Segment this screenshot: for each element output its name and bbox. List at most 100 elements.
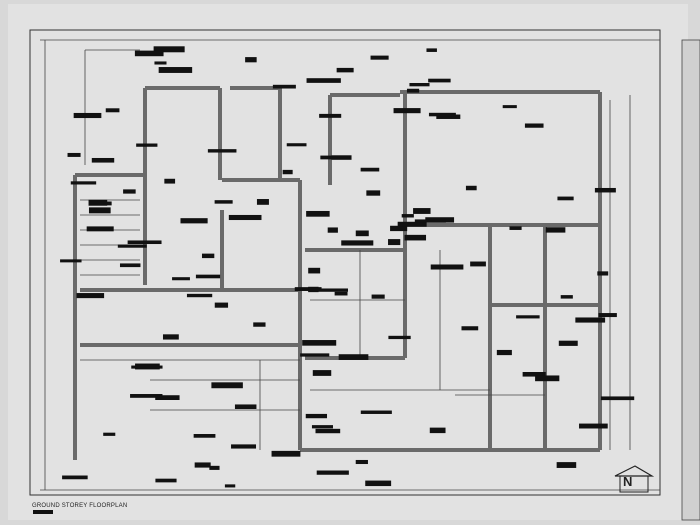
redaction-bar [305, 413, 328, 419]
redaction-bar [214, 200, 233, 204]
redaction-bar [135, 363, 160, 370]
redaction-bar [370, 55, 389, 60]
redaction-bar [355, 459, 368, 465]
redaction-bar [371, 294, 385, 299]
redaction-bar [134, 50, 164, 57]
title-block [681, 39, 700, 521]
redaction-bar [315, 288, 348, 292]
redaction-bar [360, 410, 392, 414]
drawing-title: GROUND STOREY FLOORPLAN [32, 503, 128, 509]
redaction-bar [105, 108, 120, 113]
redaction-bar [207, 149, 237, 153]
redaction-bar [409, 82, 430, 87]
redaction-bar [88, 207, 111, 214]
redaction-bar [465, 185, 477, 191]
redaction-bar [228, 214, 262, 221]
redaction-bar [172, 277, 190, 281]
redaction-bar [214, 302, 229, 308]
redaction-bar [360, 167, 380, 172]
redaction-bar [338, 354, 369, 360]
redaction-bar [404, 234, 427, 241]
redaction-bar [598, 313, 617, 318]
walls [73, 86, 602, 460]
redaction-bar [406, 88, 420, 93]
redaction-bar [186, 293, 213, 298]
redaction-bar [312, 370, 332, 376]
redaction-bar [311, 425, 333, 429]
redaction-bar [522, 371, 546, 377]
redaction-bar [509, 226, 522, 230]
redaction-bar [306, 78, 341, 83]
redaction-bar [388, 239, 401, 246]
redaction-bar [308, 286, 319, 293]
redaction-bar [388, 335, 411, 340]
redaction-bar [557, 196, 574, 201]
redaction-bar [502, 105, 517, 109]
redaction-bar [271, 450, 301, 457]
redaction-bar [155, 478, 177, 483]
redaction-bar [300, 353, 330, 357]
redaction-bar [366, 190, 381, 196]
redaction-bar [91, 157, 115, 163]
redaction-bar [194, 462, 211, 468]
redaction-bar [302, 340, 337, 346]
redaction-bar [86, 226, 114, 232]
redaction-bar [428, 78, 451, 83]
redaction-bar [336, 67, 354, 73]
redaction-bar [164, 178, 176, 184]
redaction-bar [123, 189, 136, 194]
redaction-bar [341, 240, 374, 246]
redaction-bar [429, 427, 446, 434]
redacted-labels [33, 46, 635, 514]
redaction-bar [60, 259, 82, 263]
redaction-bar [286, 143, 307, 147]
redaction-bar [211, 382, 243, 389]
redaction-bar [545, 227, 566, 233]
redaction-bar [397, 221, 427, 227]
sheet [8, 4, 688, 520]
redaction-bar [158, 67, 193, 73]
redaction-bar [136, 143, 158, 147]
redaction-bar [67, 152, 81, 157]
redaction-bar [308, 267, 321, 274]
redaction-bar [155, 395, 180, 400]
redaction-bar [365, 480, 392, 487]
redaction-bar [153, 46, 185, 53]
redaction-bar [334, 291, 348, 296]
north-label: N [623, 474, 633, 489]
redaction-bar [245, 57, 257, 63]
redaction-bar [272, 84, 296, 89]
redaction-bar [355, 230, 369, 237]
redaction-bar [234, 404, 257, 409]
redaction-bar [560, 295, 573, 299]
redaction-bar [413, 208, 431, 214]
redaction-bar [162, 334, 179, 340]
redaction-bar [428, 112, 456, 117]
redaction-bar [390, 225, 408, 232]
redaction-bar [600, 396, 635, 401]
redaction-bar [70, 181, 97, 185]
redaction-bar [393, 108, 421, 114]
redaction-bar [306, 210, 330, 217]
redaction-bar [231, 444, 257, 449]
north-arrow [614, 465, 655, 493]
redaction-bar [414, 219, 446, 223]
redaction-bar [193, 434, 216, 438]
redaction-bar [319, 113, 342, 118]
redaction-bar [62, 475, 88, 480]
redaction-bar [524, 123, 544, 128]
redaction-bar [401, 214, 414, 218]
redaction-bar [117, 244, 147, 248]
redaction-bar [430, 264, 464, 270]
redaction-bar [436, 114, 461, 119]
redaction-bar [327, 227, 338, 233]
redaction-bar [558, 340, 578, 346]
redaction-bar [154, 61, 167, 65]
redaction-bar [461, 326, 479, 331]
redaction-bar [119, 263, 141, 268]
redaction-bar [315, 428, 341, 434]
redaction-bar [103, 432, 116, 436]
redaction-bar [426, 48, 437, 52]
redaction-bar [201, 253, 215, 259]
sheet-border [29, 29, 661, 496]
